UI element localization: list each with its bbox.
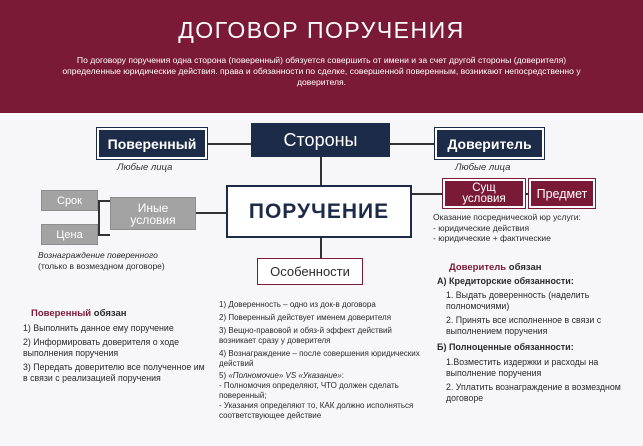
principal-note: Любые лица [455, 162, 511, 173]
center-label: ПОРУЧЕНИЕ [248, 199, 390, 223]
subject-description-1: Оказание посреднической юр услуги: [433, 212, 581, 222]
essential-terms-box: Сущ условия [445, 181, 523, 206]
essential-terms-label: Сущ условия [462, 181, 506, 205]
page-description: По договору поручения одна сторона (пове… [62, 55, 581, 88]
principal-section-b: Б) Полноценные обязанности: [437, 342, 574, 352]
features-item5-italic: «Полномочие» VS «Указание» [228, 371, 342, 381]
subject-description-2: - юридические действия [433, 223, 530, 233]
connector-essential-subject [523, 193, 531, 195]
connector-center-essential [412, 193, 445, 195]
agent-label: Поверенный [107, 135, 197, 152]
connector-other-bracket [98, 200, 100, 235]
list-item: 3) Передать доверителю все полученное им… [23, 361, 205, 383]
list-item: 1. Выдать доверенность (наделить полномо… [446, 290, 590, 311]
connector-agent-parties [205, 143, 251, 145]
features-item5-suffix: : [341, 371, 344, 381]
list-item: - Указания определяют то, КАК должно исп… [219, 401, 414, 421]
subject-description-3: - юридические + фактические [433, 233, 551, 243]
list-item: - Полномочия определяют, ЧТО должен сдел… [219, 381, 399, 401]
center-box: ПОРУЧЕНИЕ [226, 185, 412, 238]
list-item: 2. Принять все исполненное в связи с вып… [446, 314, 602, 336]
features-list: 1) Доверенность – одно из док-в договора… [219, 300, 429, 421]
term-box: Срок [41, 190, 98, 211]
connector-parties-center [320, 157, 322, 185]
agent-duties-list: 1) Выполнить данное ему поручение 2) Инф… [23, 323, 205, 387]
features-item5-prefix: 5) [219, 371, 229, 381]
list-item: 3) Вещно-правовой и обяз-й эффект действ… [219, 325, 392, 345]
list-item: 4) Вознаграждение – после совершения юри… [219, 348, 420, 368]
principal-section-a: А) Кредиторские обязанности: [437, 276, 574, 286]
principal-b-list: 1.Возместить издержки и расходы на выпол… [446, 357, 628, 407]
list-item: 2) Поверенный действует именем доверител… [219, 312, 392, 322]
list-item: 1.Возместить издержки и расходы на выпол… [446, 357, 599, 378]
principal-duties-title: Доверитель обязан [449, 262, 542, 273]
list-item: 2. Уплатить вознаграждение в возмездном … [446, 381, 621, 403]
other-terms-box: Иные условия [110, 197, 196, 230]
other-terms-label: Иные условия [130, 200, 176, 227]
features-label: Особенности [270, 264, 350, 279]
price-label: Цена [56, 228, 83, 241]
remuneration-note-2: (только в возмездном договоре) [38, 261, 165, 271]
list-item: 1) Выполнить данное ему поручение [23, 323, 174, 333]
list-item: 1) Доверенность – одно из док-в договора [219, 300, 376, 309]
parties-label: Стороны [283, 129, 358, 150]
connector-center-other-terms [196, 212, 226, 214]
page-title: ДОГОВОР ПОРУЧЕНИЯ [178, 17, 465, 43]
list-item: 2) Информировать доверителя о ходе выпол… [23, 336, 180, 358]
agent-duties-accent: Поверенный [31, 308, 92, 319]
agent-duties-title-rest: обязан [91, 308, 127, 319]
agent-box: Поверенный [99, 130, 205, 157]
price-box: Цена [41, 224, 98, 245]
term-label: Срок [57, 194, 82, 207]
principal-box: Доверитель [437, 130, 542, 157]
header-banner: ДОГОВОР ПОРУЧЕНИЯ По договору поручения … [0, 0, 643, 113]
connector-parties-principal [390, 143, 436, 145]
parties-box: Стороны [251, 123, 390, 157]
principal-duties-title-rest: обязан [506, 262, 542, 273]
features-box: Особенности [257, 258, 363, 285]
agent-note: Любые лица [117, 162, 173, 173]
connector-price-other [98, 234, 110, 236]
remuneration-note-1: Вознаграждение поверенного [38, 250, 158, 260]
agent-duties-title: Поверенный обязан [31, 308, 127, 319]
list-item: 5) «Полномочие» VS «Указание»: [219, 371, 429, 381]
connector-center-features [320, 238, 322, 258]
principal-label: Доверитель [447, 135, 532, 152]
principal-a-list: 1. Выдать доверенность (наделить полномо… [446, 290, 626, 340]
connector-term-other [98, 200, 110, 202]
subject-label: Предмет [536, 186, 588, 201]
subject-box: Предмет [531, 181, 593, 206]
principal-duties-accent: Доверитель [449, 262, 507, 273]
